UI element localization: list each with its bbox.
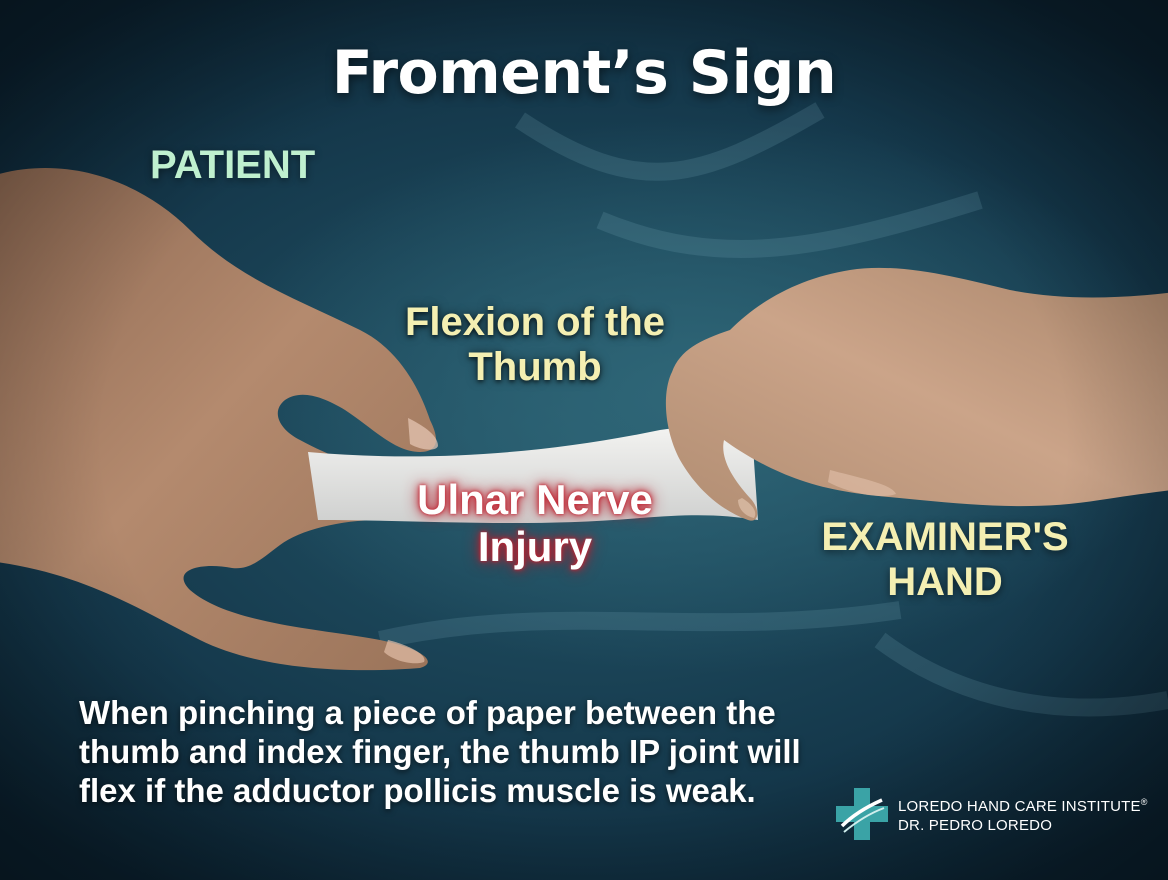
brand-name: LOREDO HAND CARE INSTITUTE® — [898, 797, 1148, 815]
page-title: Froment’s Sign — [331, 38, 837, 108]
flexion-label-line1: Flexion of the — [405, 300, 665, 344]
caption-text: When pinching a piece of paper between t… — [79, 694, 879, 811]
brand-name-text: LOREDO HAND CARE INSTITUTE — [898, 798, 1141, 815]
caption-line2: thumb and index finger, the thumb IP joi… — [79, 732, 801, 770]
registered-mark: ® — [1140, 797, 1148, 807]
examiner-label-line1: EXAMINER'S — [821, 515, 1069, 559]
ulnar-label-line1: Ulnar Nerve — [417, 476, 653, 523]
examiner-label-line2: HAND — [887, 559, 1003, 604]
caption-line1: When pinching a piece of paper between t… — [79, 694, 776, 731]
caption-line3: flex if the adductor pollicis muscle is … — [79, 771, 756, 809]
medical-cross-logo-icon — [836, 788, 888, 840]
ulnar-label-line2: Injury — [477, 523, 593, 571]
ulnar-nerve-label: Ulnar Nerve Injury — [345, 476, 725, 570]
brand-doctor: DR. PEDRO LOREDO — [898, 817, 1053, 834]
flexion-label-line2: Thumb — [468, 344, 602, 389]
patient-label: PATIENT — [150, 143, 316, 187]
brand-block: LOREDO HAND CARE INSTITUTE® DR. PEDRO LO… — [834, 784, 1154, 844]
flexion-label: Flexion of the Thumb — [340, 300, 730, 390]
examiner-hand-label: EXAMINER'S HAND — [790, 515, 1100, 605]
